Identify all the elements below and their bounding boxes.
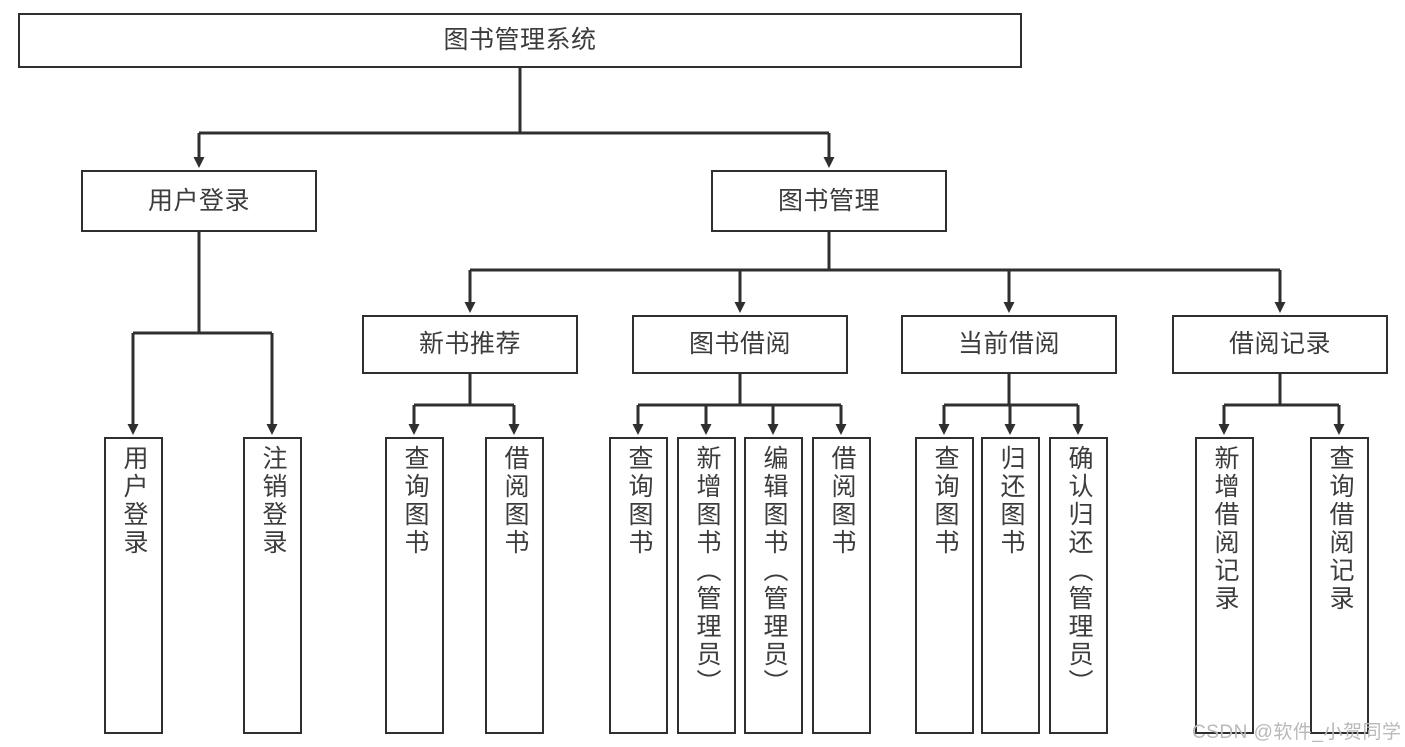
leaf-borrow-book-recommend[interactable]: 借阅图书 (485, 437, 544, 734)
node-user-login[interactable]: 用户登录 (81, 170, 317, 232)
leaf-query-book-borrow[interactable]: 查询图书 (609, 437, 668, 734)
leaf-add-book-admin[interactable]: 新增图书（管理员） (677, 437, 736, 734)
leaf-borrow-book[interactable]: 借阅图书 (812, 437, 871, 734)
node-book-borrow-label: 图书借阅 (688, 330, 791, 358)
node-borrow-record[interactable]: 借阅记录 (1172, 315, 1388, 374)
node-current-borrow-label: 当前借阅 (957, 330, 1060, 358)
node-new-book-recommend-label: 新书推荐 (418, 330, 521, 358)
leaf-user-login[interactable]: 用户登录 (104, 437, 163, 734)
leaf-return-book[interactable]: 归还图书 (981, 437, 1040, 734)
leaf-query-book-recommend[interactable]: 查询图书 (385, 437, 444, 734)
node-root-label: 图书管理系统 (443, 26, 597, 54)
leaf-query-book-recommend-label: 查询图书 (401, 445, 429, 557)
leaf-add-borrow-record-label: 新增借阅记录 (1211, 445, 1239, 613)
node-user-login-label: 用户登录 (147, 186, 250, 215)
leaf-query-borrow-record[interactable]: 查询借阅记录 (1310, 437, 1369, 734)
leaf-logout-label: 注销登录 (259, 445, 287, 557)
node-book-management[interactable]: 图书管理 (711, 170, 947, 232)
node-root[interactable]: 图书管理系统 (18, 13, 1022, 68)
node-borrow-record-label: 借阅记录 (1228, 330, 1331, 358)
node-current-borrow[interactable]: 当前借阅 (901, 315, 1117, 374)
leaf-borrow-book-recommend-label: 借阅图书 (501, 445, 529, 557)
leaf-query-book-current[interactable]: 查询图书 (915, 437, 974, 734)
leaf-query-borrow-record-label: 查询借阅记录 (1326, 445, 1354, 613)
node-book-borrow[interactable]: 图书借阅 (632, 315, 848, 374)
leaf-query-book-current-label: 查询图书 (931, 445, 959, 557)
node-new-book-recommend[interactable]: 新书推荐 (362, 315, 578, 374)
leaf-add-book-admin-label: 新增图书（管理员） (693, 445, 721, 697)
leaf-confirm-return-admin-label: 确认归还（管理员） (1065, 445, 1093, 697)
leaf-user-login-label: 用户登录 (120, 445, 148, 557)
watermark: CSDN @软件_小贺同学 (1192, 722, 1402, 743)
leaf-logout[interactable]: 注销登录 (243, 437, 302, 734)
leaf-return-book-label: 归还图书 (997, 445, 1025, 557)
leaf-add-borrow-record[interactable]: 新增借阅记录 (1195, 437, 1254, 734)
leaf-confirm-return-admin[interactable]: 确认归还（管理员） (1049, 437, 1108, 734)
leaf-query-book-borrow-label: 查询图书 (625, 445, 653, 557)
node-book-management-label: 图书管理 (777, 186, 880, 215)
leaf-borrow-book-label: 借阅图书 (828, 445, 856, 557)
leaf-edit-book-admin[interactable]: 编辑图书（管理员） (744, 437, 803, 734)
leaf-edit-book-admin-label: 编辑图书（管理员） (760, 445, 788, 697)
